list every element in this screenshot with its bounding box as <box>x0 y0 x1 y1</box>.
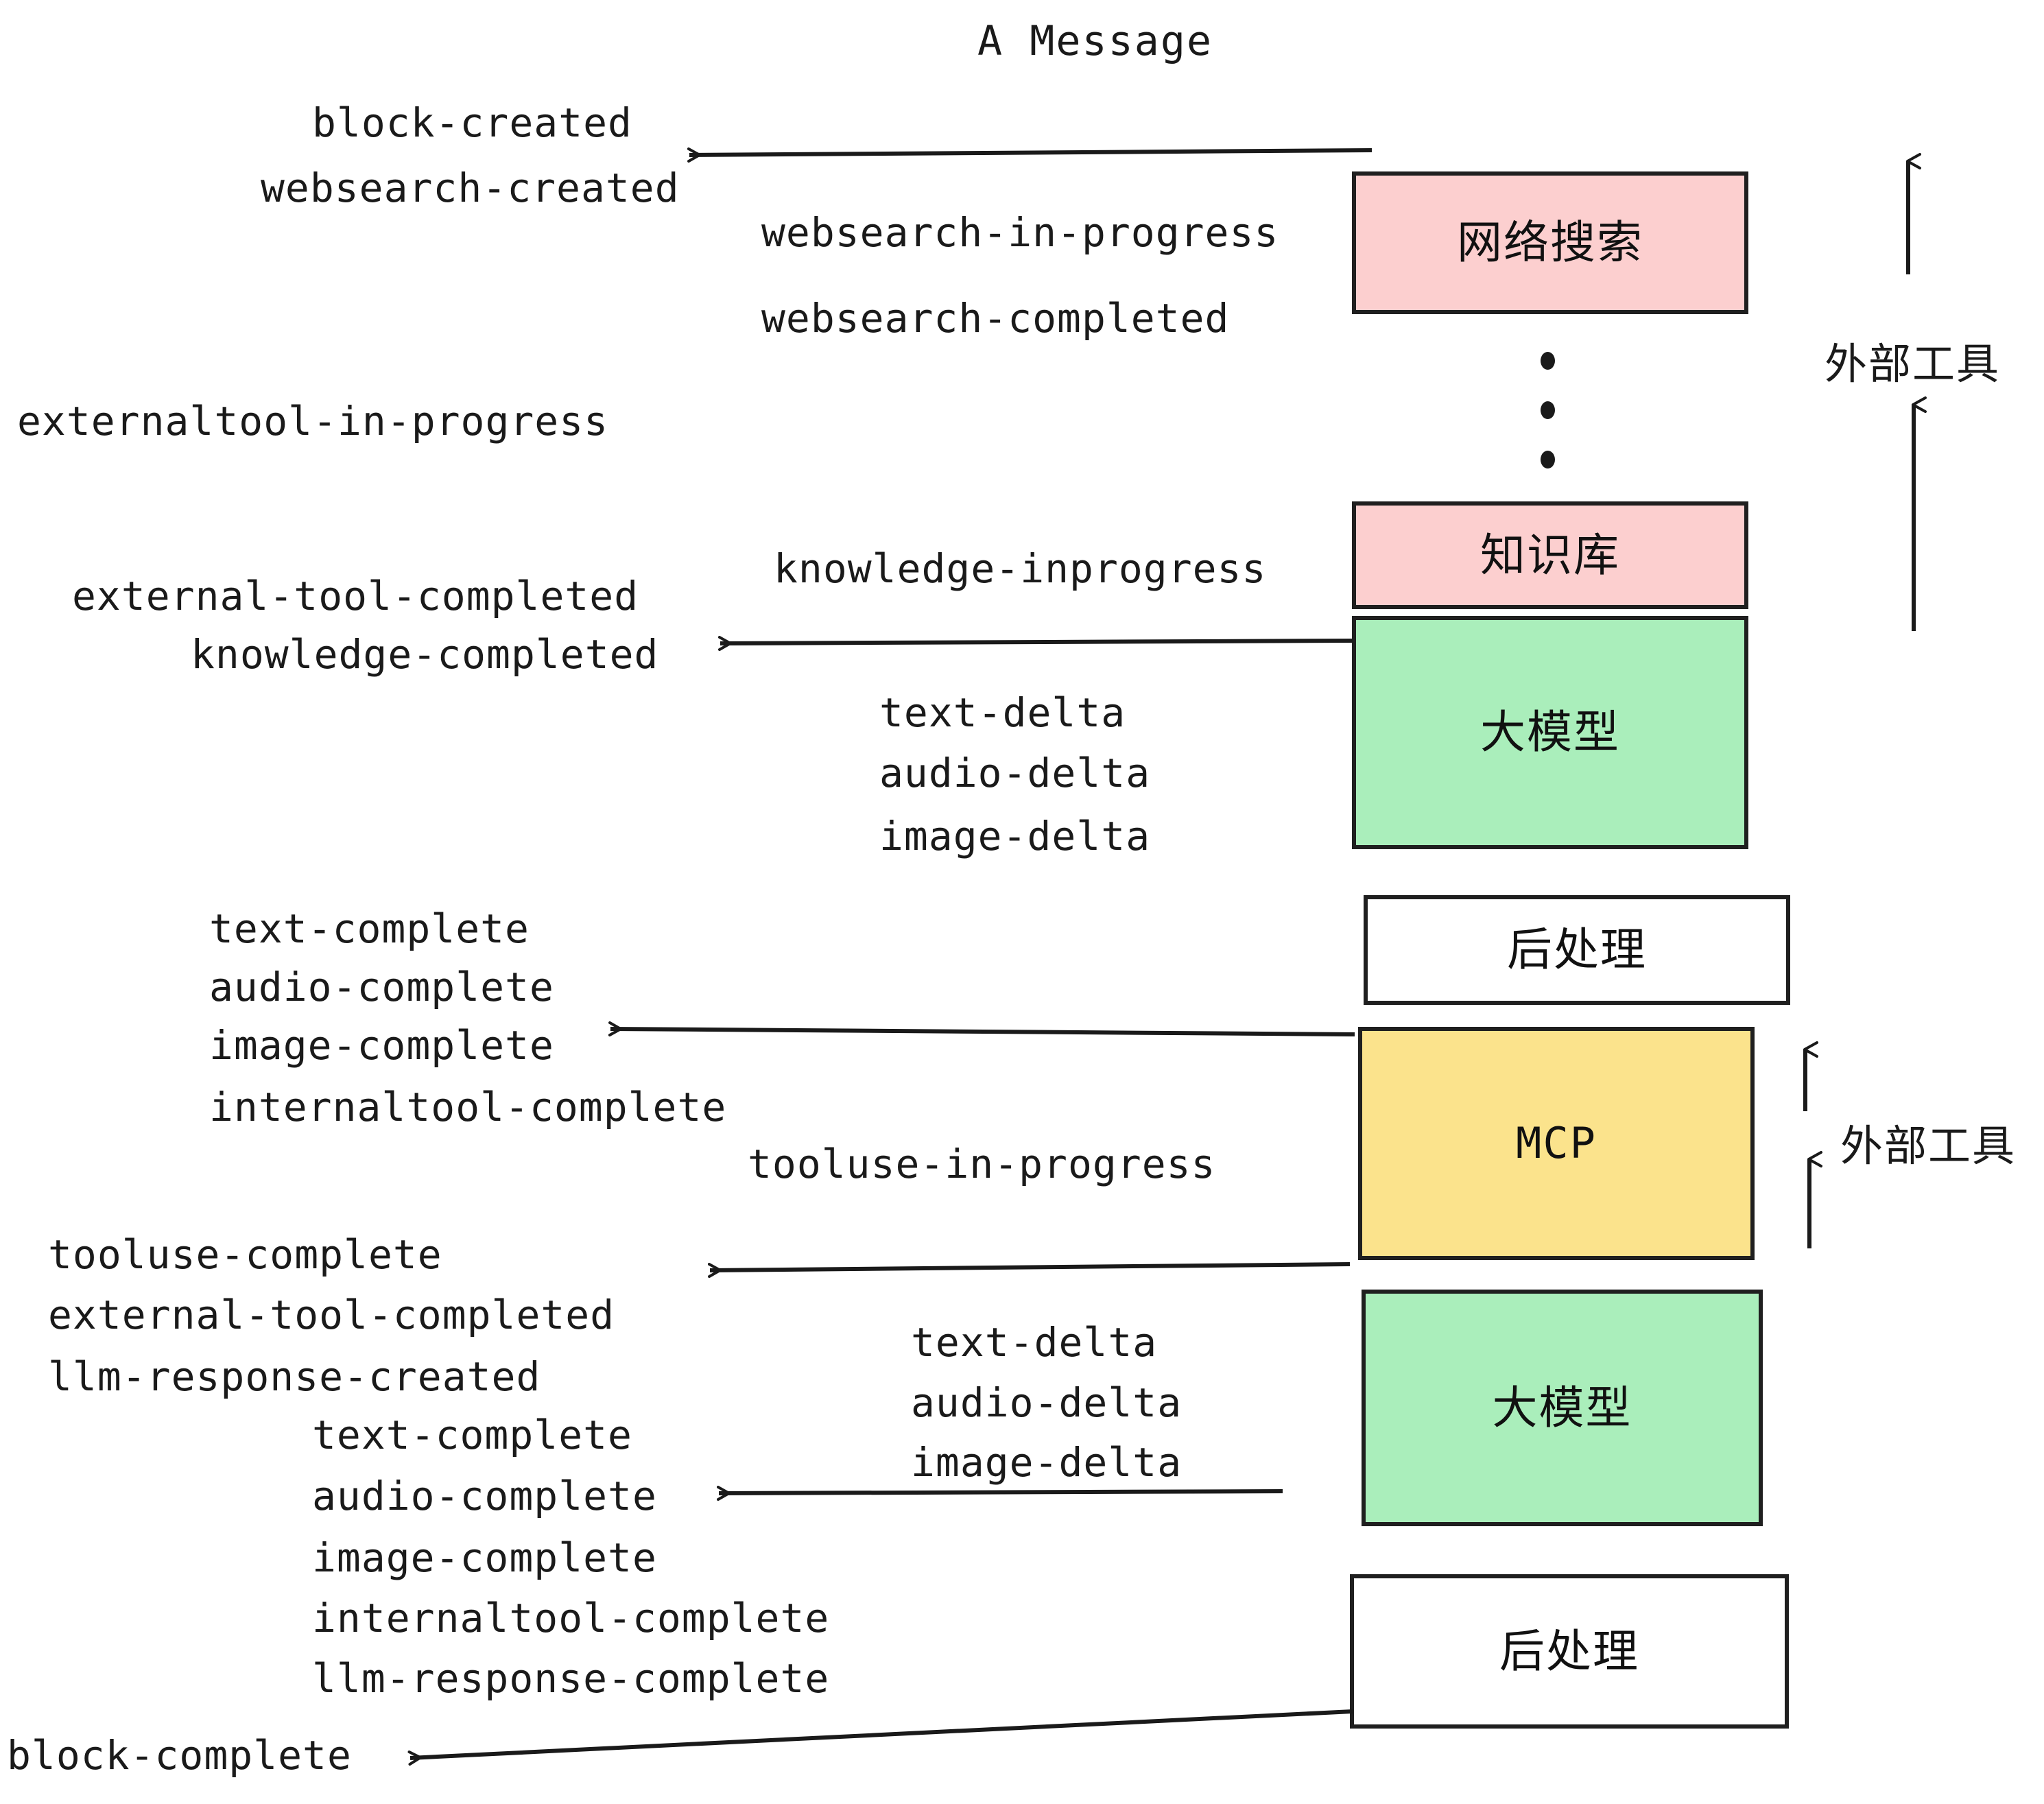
event-label: audio-complete <box>209 964 554 1010</box>
arrow-image-complete <box>608 1021 1355 1036</box>
node-llm-top: 大模型 <box>1352 616 1748 849</box>
event-label: llm-response-created <box>48 1353 541 1400</box>
event-label: websearch-completed <box>761 295 1230 342</box>
node-label: 后处理 <box>1507 923 1647 976</box>
node-label: 知识库 <box>1480 528 1620 582</box>
event-label: internaltool-complete <box>209 1084 727 1130</box>
node-label: 大模型 <box>1492 1381 1632 1434</box>
node-label: 网络搜索 <box>1457 216 1643 269</box>
node-postprocess-bottom: 后处理 <box>1350 1574 1789 1729</box>
ellipsis-dot <box>1540 352 1555 370</box>
node-mcp: MCP <box>1358 1027 1755 1260</box>
node-llm-bottom: 大模型 <box>1362 1290 1763 1526</box>
event-label: block-complete <box>7 1732 352 1779</box>
node-knowledge: 知识库 <box>1352 501 1748 609</box>
arrow-block-complete <box>407 1709 1353 1766</box>
event-label: image-complete <box>312 1534 657 1581</box>
ellipsis-dot <box>1540 401 1555 419</box>
event-label: tooluse-complete <box>48 1231 442 1278</box>
arrow-knowledge-completed <box>717 636 1353 652</box>
node-label: MCP <box>1516 1118 1597 1168</box>
event-label: block-created <box>312 99 632 146</box>
event-label: websearch-in-progress <box>761 209 1279 256</box>
event-label: knowledge-inprogress <box>774 545 1267 592</box>
node-label: 大模型 <box>1480 706 1620 759</box>
event-label: image-delta <box>879 813 1151 859</box>
event-label: externaltool-in-progress <box>17 398 609 444</box>
event-label: text-complete <box>209 905 530 952</box>
arrow-websearch-created <box>687 147 1372 163</box>
event-label: text-complete <box>312 1412 632 1458</box>
event-label: external-tool-completed <box>48 1292 615 1338</box>
side-label-external-tool-lower: 外部工具 <box>1840 1121 2017 1171</box>
event-label: text-delta <box>879 689 1126 736</box>
node-postprocess-top: 后处理 <box>1364 895 1790 1005</box>
side-label-external-tool-upper: 外部工具 <box>1825 339 2001 389</box>
page-title: A Message <box>977 17 1213 65</box>
vertical-ellipsis <box>1540 352 1555 468</box>
node-websearch: 网络搜索 <box>1352 171 1748 314</box>
event-label: knowledge-completed <box>191 631 659 678</box>
event-label: websearch-created <box>261 165 680 211</box>
event-label: image-delta <box>911 1439 1183 1486</box>
node-label: 后处理 <box>1499 1624 1639 1678</box>
arrow-audio-complete <box>716 1486 1283 1502</box>
event-label: text-delta <box>911 1319 1158 1366</box>
event-label: audio-delta <box>879 750 1151 796</box>
event-label: external-tool-completed <box>72 573 639 619</box>
event-label: image-complete <box>209 1022 554 1069</box>
event-label: tooluse-in-progress <box>748 1141 1216 1187</box>
ellipsis-dot <box>1540 451 1555 468</box>
event-label: audio-complete <box>312 1473 657 1519</box>
arrow-tooluse-complete <box>707 1262 1351 1279</box>
event-label: audio-delta <box>911 1379 1183 1426</box>
event-label: internaltool-complete <box>312 1595 830 1641</box>
event-label: llm-response-complete <box>312 1655 830 1702</box>
